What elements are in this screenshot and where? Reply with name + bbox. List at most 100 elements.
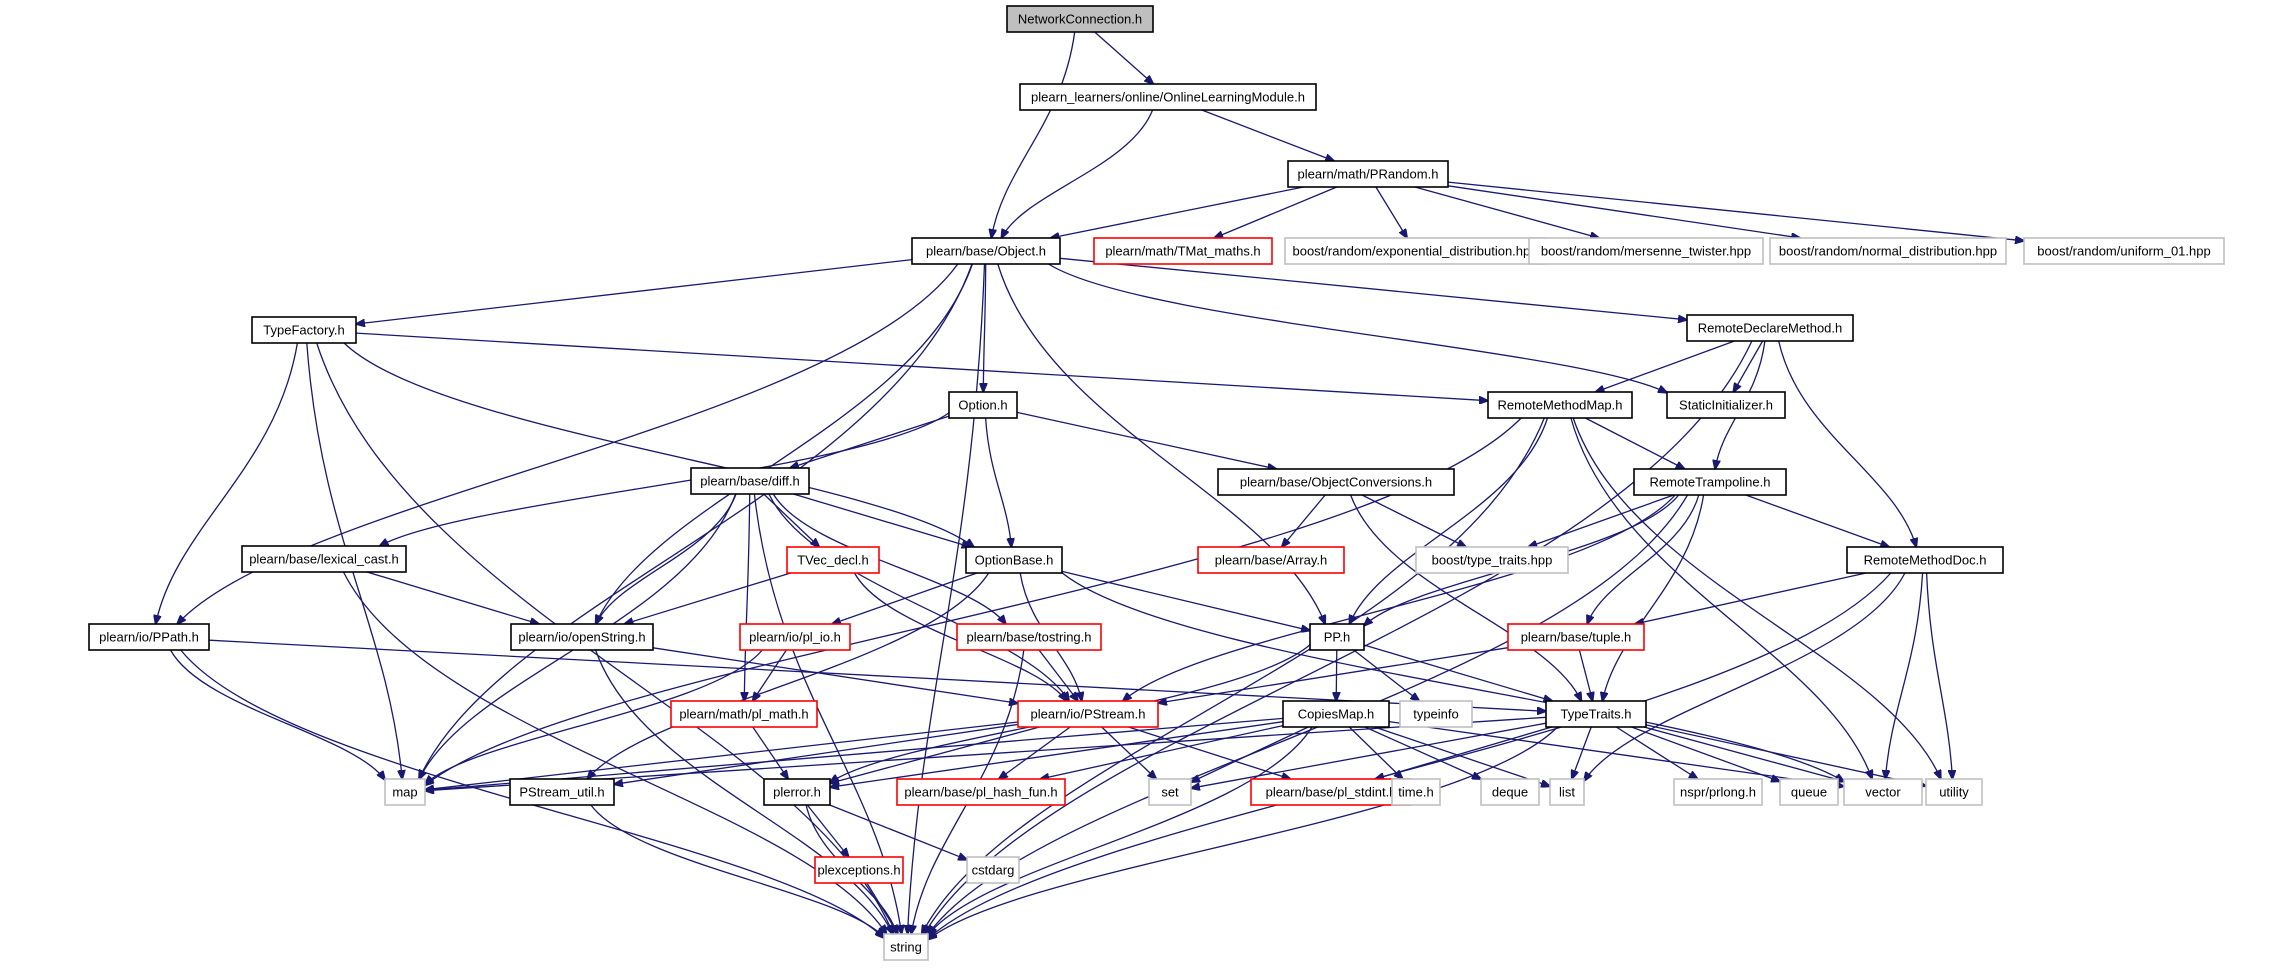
node-type-factory[interactable]: TypeFactory.h xyxy=(251,316,357,344)
node-box[interactable] xyxy=(251,316,357,344)
node-box[interactable] xyxy=(1217,468,1455,496)
node-box[interactable] xyxy=(1197,546,1345,574)
node-box[interactable] xyxy=(241,545,407,573)
node-box[interactable] xyxy=(1549,778,1585,806)
node-pstream[interactable]: plearn/io/PStream.h xyxy=(1017,700,1159,728)
node-box[interactable] xyxy=(1006,5,1154,33)
node-set[interactable]: set xyxy=(1148,778,1192,806)
node-box[interactable] xyxy=(1284,237,1546,265)
node-box[interactable] xyxy=(1287,160,1449,188)
node-box[interactable] xyxy=(1309,623,1365,651)
node-remote-method-map[interactable]: RemoteMethodMap.h xyxy=(1487,391,1633,419)
node-option-base[interactable]: OptionBase.h xyxy=(965,546,1063,574)
node-box[interactable] xyxy=(1769,237,2007,265)
node-box[interactable] xyxy=(763,778,831,806)
node-pl-io[interactable]: plearn/io/pl_io.h xyxy=(739,623,851,651)
node-box[interactable] xyxy=(1480,778,1540,806)
node-cstdarg[interactable]: cstdarg xyxy=(966,856,1020,884)
node-box[interactable] xyxy=(1633,468,1787,496)
node-normal-dist[interactable]: boost/random/normal_distribution.hpp xyxy=(1769,237,2007,265)
node-diff[interactable]: plearn/base/diff.h xyxy=(690,467,810,495)
node-lexical-cast[interactable]: plearn/base/lexical_cast.h xyxy=(241,545,407,573)
node-box[interactable] xyxy=(1487,391,1633,419)
node-pl-math[interactable]: plearn/math/pl_math.h xyxy=(670,700,818,728)
node-tuple[interactable]: plearn/base/tuple.h xyxy=(1507,623,1645,651)
node-box[interactable] xyxy=(1843,778,1923,806)
node-box[interactable] xyxy=(966,856,1020,884)
node-box[interactable] xyxy=(1925,778,1983,806)
node-uniform01[interactable]: boost/random/uniform_01.hpp xyxy=(2023,237,2225,265)
node-box[interactable] xyxy=(690,467,810,495)
node-list[interactable]: list xyxy=(1549,778,1585,806)
node-box[interactable] xyxy=(1250,778,1412,806)
node-box[interactable] xyxy=(1779,778,1839,806)
node-time[interactable]: time.h xyxy=(1391,778,1441,806)
node-map[interactable]: map xyxy=(384,778,426,806)
node-exp-dist[interactable]: boost/random/exponential_distribution.hp… xyxy=(1284,237,1546,265)
node-box[interactable] xyxy=(883,933,929,961)
node-string[interactable]: string xyxy=(883,933,929,961)
node-box[interactable] xyxy=(965,546,1063,574)
node-online-learning-module[interactable]: plearn_learners/online/OnlineLearningMod… xyxy=(1019,83,1317,111)
node-box[interactable] xyxy=(1545,700,1647,728)
node-box[interactable] xyxy=(1846,546,2004,574)
node-box[interactable] xyxy=(1415,546,1569,574)
node-static-initializer[interactable]: StaticInitializer.h xyxy=(1666,391,1786,419)
node-box[interactable] xyxy=(814,856,904,884)
node-utility[interactable]: utility xyxy=(1925,778,1983,806)
node-tmat-maths[interactable]: plearn/math/TMat_maths.h xyxy=(1093,237,1273,265)
node-box[interactable] xyxy=(509,778,615,806)
node-box[interactable] xyxy=(956,623,1102,651)
node-box[interactable] xyxy=(1017,700,1159,728)
node-plexceptions[interactable]: plexceptions.h xyxy=(814,856,904,884)
node-remote-trampoline[interactable]: RemoteTrampoline.h xyxy=(1633,468,1787,496)
node-type-traits[interactable]: TypeTraits.h xyxy=(1545,700,1647,728)
node-option[interactable]: Option.h xyxy=(948,391,1018,419)
node-prandom[interactable]: plearn/math/PRandom.h xyxy=(1287,160,1449,188)
node-box[interactable] xyxy=(1673,778,1763,806)
node-network-connection[interactable]: NetworkConnection.h xyxy=(1006,5,1154,33)
node-box[interactable] xyxy=(1666,391,1786,419)
node-box[interactable] xyxy=(1507,623,1645,651)
node-vector[interactable]: vector xyxy=(1843,778,1923,806)
node-box[interactable] xyxy=(510,623,654,651)
node-box[interactable] xyxy=(670,700,818,728)
node-object-conversions[interactable]: plearn/base/ObjectConversions.h xyxy=(1217,468,1455,496)
node-box[interactable] xyxy=(384,778,426,806)
node-tvec-decl[interactable]: TVec_decl.h xyxy=(786,546,880,574)
node-pstream-util[interactable]: PStream_util.h xyxy=(509,778,615,806)
node-box[interactable] xyxy=(1391,778,1441,806)
node-open-string[interactable]: plearn/io/openString.h xyxy=(510,623,654,651)
node-box[interactable] xyxy=(88,623,210,651)
node-pl-stdint[interactable]: plearn/base/pl_stdint.h xyxy=(1250,778,1412,806)
node-box[interactable] xyxy=(1282,700,1390,728)
node-box[interactable] xyxy=(1148,778,1192,806)
node-box[interactable] xyxy=(1019,83,1317,111)
node-deque[interactable]: deque xyxy=(1480,778,1540,806)
node-pp[interactable]: PP.h xyxy=(1309,623,1365,651)
node-remote-method-doc[interactable]: RemoteMethodDoc.h xyxy=(1846,546,2004,574)
node-box[interactable] xyxy=(896,778,1066,806)
node-box[interactable] xyxy=(1686,314,1854,342)
node-mersenne[interactable]: boost/random/mersenne_twister.hpp xyxy=(1528,237,1764,265)
node-box[interactable] xyxy=(911,237,1061,265)
node-box[interactable] xyxy=(739,623,851,651)
node-box[interactable] xyxy=(786,546,880,574)
node-box[interactable] xyxy=(1093,237,1273,265)
node-box[interactable] xyxy=(2023,237,2225,265)
node-typeinfo[interactable]: typeinfo xyxy=(1399,700,1473,728)
node-box[interactable] xyxy=(1528,237,1764,265)
node-ppath[interactable]: plearn/io/PPath.h xyxy=(88,623,210,651)
node-queue[interactable]: queue xyxy=(1779,778,1839,806)
node-object[interactable]: plearn/base/Object.h xyxy=(911,237,1061,265)
node-box[interactable] xyxy=(948,391,1018,419)
node-tostring[interactable]: plearn/base/tostring.h xyxy=(956,623,1102,651)
node-array[interactable]: plearn/base/Array.h xyxy=(1197,546,1345,574)
node-remote-declare-method[interactable]: RemoteDeclareMethod.h xyxy=(1686,314,1854,342)
node-plerror[interactable]: plerror.h xyxy=(763,778,831,806)
node-box[interactable] xyxy=(1399,700,1473,728)
node-prlong[interactable]: nspr/prlong.h xyxy=(1673,778,1763,806)
node-copies-map[interactable]: CopiesMap.h xyxy=(1282,700,1390,728)
node-type-traits[interactable]: boost/type_traits.hpp xyxy=(1415,546,1569,574)
node-pl-hash-fun[interactable]: plearn/base/pl_hash_fun.h xyxy=(896,778,1066,806)
